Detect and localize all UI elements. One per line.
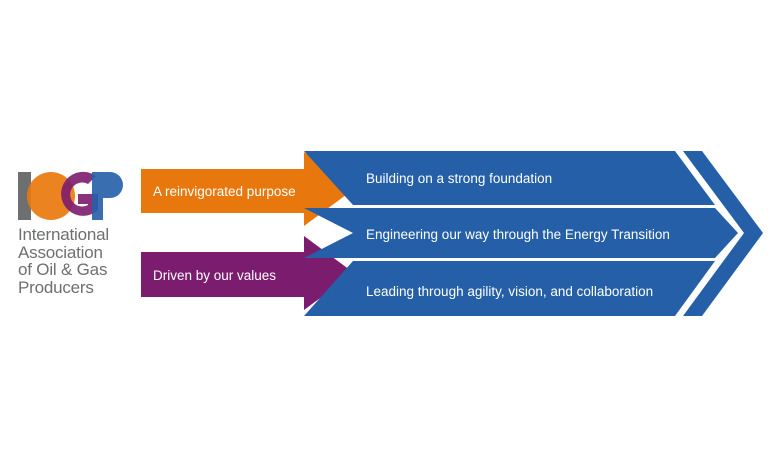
pillar-label-foundation: Building on a strong foundation xyxy=(366,171,552,186)
logo-name-line: Association xyxy=(18,242,103,262)
pillar-collaboration xyxy=(304,261,715,316)
logo-letter-g xyxy=(61,171,98,216)
logo-letter-o xyxy=(27,172,75,220)
input-arrow-purpose xyxy=(141,152,354,226)
logo-name-line: Producers xyxy=(18,277,94,297)
logo-letter-i xyxy=(18,172,31,220)
logo-organization-name: International Association of Oil & Gas P… xyxy=(18,226,109,296)
logo-name-line: of Oil & Gas xyxy=(18,260,108,279)
pillar-foundation xyxy=(304,151,715,205)
pillar-label-energy-transition: Engineering our way through the Energy T… xyxy=(366,227,670,242)
input-arrow-values xyxy=(141,236,354,310)
iogp-logo-mark xyxy=(18,171,123,220)
input-label-purpose: A reinvigorated purpose xyxy=(153,184,296,199)
logo-name-line: International xyxy=(18,225,109,244)
input-label-values: Driven by our values xyxy=(153,268,276,283)
outer-chevron xyxy=(683,151,763,316)
pillar-energy-transition xyxy=(304,208,738,258)
pillar-label-collaboration: Leading through agility, vision, and col… xyxy=(366,284,653,299)
logo-letter-p xyxy=(92,172,123,220)
